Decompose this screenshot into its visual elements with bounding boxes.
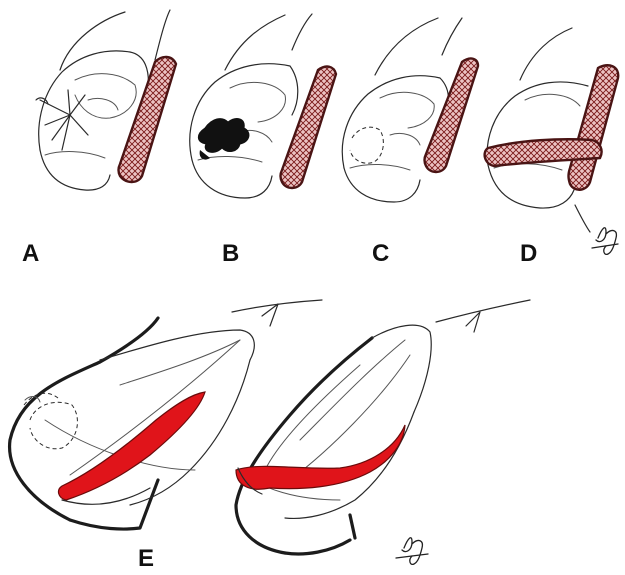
panel-c-drawing — [342, 18, 478, 202]
panel-e-graft-right — [236, 425, 405, 489]
panel-b-drawing — [190, 14, 336, 198]
panel-label-a: A — [22, 240, 39, 267]
panel-d-graft-vertical — [569, 65, 619, 190]
panel-b-graft — [281, 67, 337, 188]
panel-d-drawing — [485, 28, 619, 232]
panel-label-d: D — [520, 240, 537, 267]
panel-c-graft — [425, 59, 479, 172]
panel-e-drawing — [10, 300, 530, 554]
panel-label-e: E — [138, 545, 154, 572]
panel-a-drawing — [36, 10, 176, 190]
signature-top — [592, 228, 618, 255]
panel-e-graft-left — [59, 392, 205, 500]
panel-b-black-lesion — [198, 119, 249, 153]
panel-label-b: B — [222, 240, 239, 267]
panel-label-c: C — [372, 240, 389, 267]
panel-a-graft — [119, 57, 177, 182]
signature-bottom — [396, 538, 428, 565]
